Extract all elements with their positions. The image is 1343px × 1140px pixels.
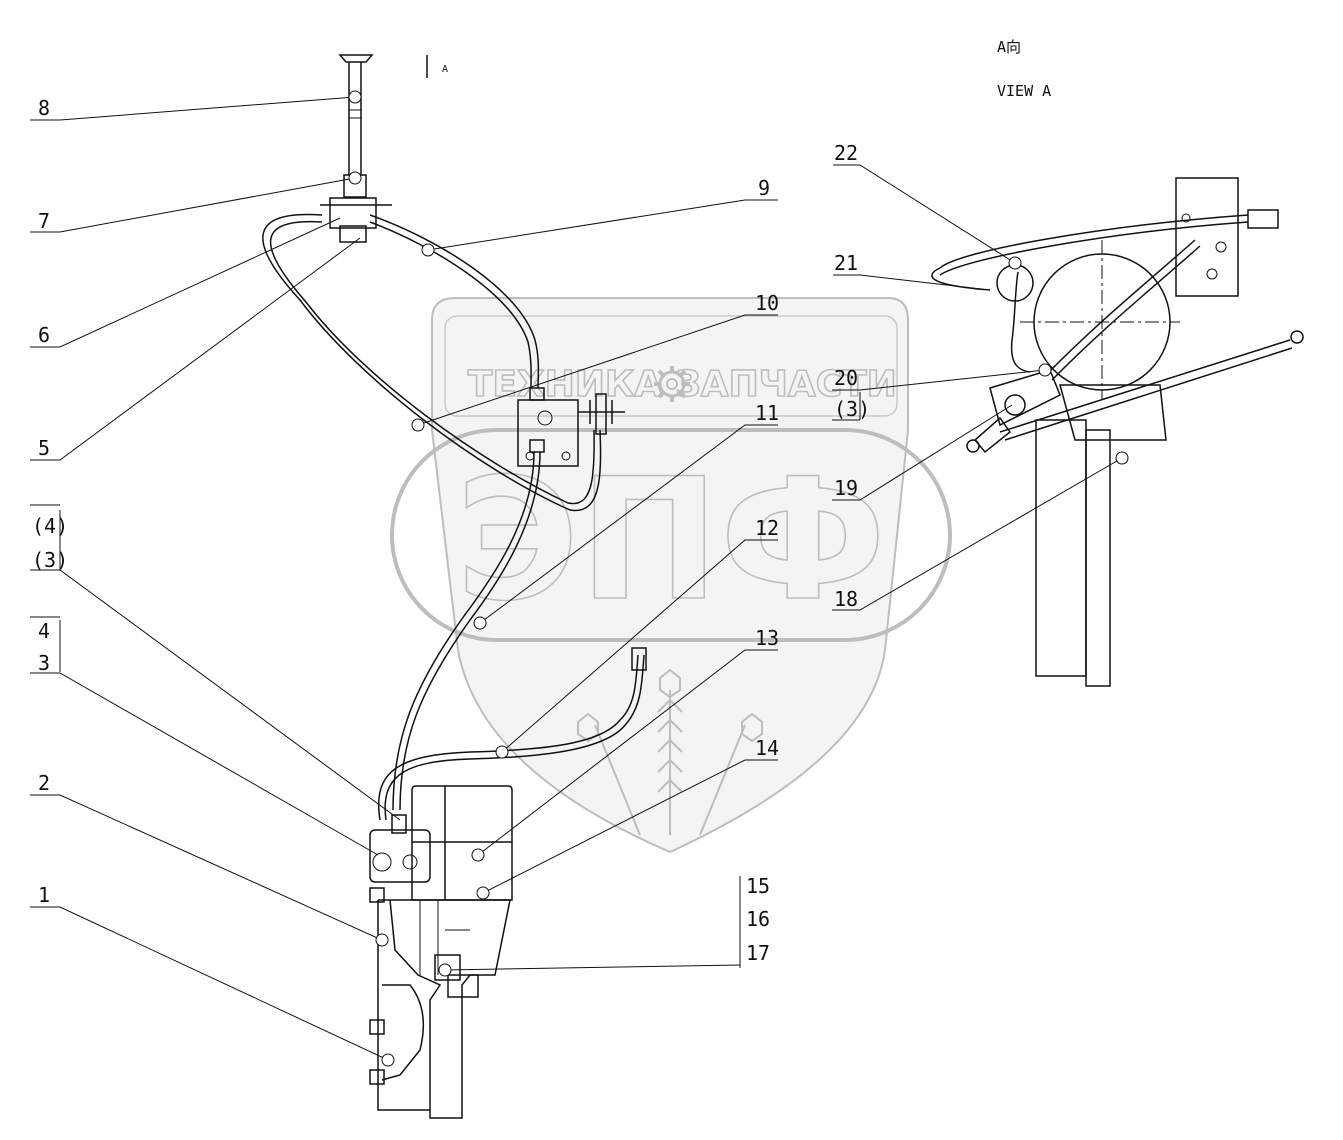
watermark-left-text: ТЕХНИКА bbox=[468, 364, 663, 405]
view-a-assembly bbox=[931, 177, 1304, 687]
hose-upper-right bbox=[369, 214, 540, 389]
wheat-icon bbox=[577, 668, 763, 836]
callout-9: 9 bbox=[758, 176, 770, 200]
callout-labels: 8 7 6 5 (4) (3) 4 3 2 1 9 10 11 12 13 14… bbox=[32, 96, 870, 965]
callout-21: 21 bbox=[834, 251, 858, 275]
watermark: ТЕХНИКА ЗАПЧАСТИ ЭПФ bbox=[390, 297, 952, 854]
callout-20: 20 bbox=[834, 366, 858, 390]
leader-lines bbox=[30, 96, 1123, 1061]
callout-14: 14 bbox=[755, 736, 779, 760]
callout-6: 6 bbox=[38, 323, 50, 347]
pump-handle-cup bbox=[338, 54, 374, 63]
hose-upper-left-loop bbox=[262, 213, 602, 512]
callout-13: 13 bbox=[755, 626, 779, 650]
callout-11: 11 bbox=[755, 401, 779, 425]
callout-4: 4 bbox=[38, 619, 50, 643]
callout-15: 15 bbox=[746, 874, 770, 898]
callout-1: 1 bbox=[38, 883, 50, 907]
watermark-banner bbox=[444, 315, 898, 417]
mount-bracket bbox=[378, 899, 511, 1119]
callout-8: 8 bbox=[38, 96, 50, 120]
callout-3-paren: (3) bbox=[32, 548, 68, 572]
view-title-cn: A向 bbox=[997, 38, 1021, 56]
section-marker: A bbox=[442, 64, 448, 75]
callout-17: 17 bbox=[746, 941, 770, 965]
watermark-big-text: ЭПФ bbox=[456, 442, 887, 638]
watermark-shield bbox=[431, 297, 909, 854]
gear-icon bbox=[654, 366, 690, 402]
callout-20-qty: (3) bbox=[834, 397, 870, 421]
view-a-plate bbox=[1175, 177, 1239, 297]
pump-reservoir bbox=[411, 841, 513, 901]
view-a-post bbox=[1035, 419, 1087, 677]
callout-12: 12 bbox=[755, 516, 779, 540]
callout-16: 16 bbox=[746, 907, 770, 931]
callout-22: 22 bbox=[834, 141, 858, 165]
distribution-block bbox=[517, 399, 579, 467]
callout-7: 7 bbox=[38, 209, 50, 233]
main-assembly bbox=[262, 54, 647, 1119]
callout-markers bbox=[348, 90, 1129, 1067]
view-title-en: VIEW A bbox=[997, 82, 1051, 100]
callout-19: 19 bbox=[834, 476, 858, 500]
callout-18: 18 bbox=[834, 587, 858, 611]
callout-10: 10 bbox=[755, 291, 779, 315]
callout-3: 3 bbox=[38, 651, 50, 675]
hose-lower-loop bbox=[378, 654, 639, 821]
callout-2: 2 bbox=[38, 771, 50, 795]
callout-4-paren: (4) bbox=[32, 514, 68, 538]
callout-5: 5 bbox=[38, 436, 50, 460]
hose-main-down bbox=[399, 451, 541, 811]
watermark-oval bbox=[390, 428, 952, 642]
